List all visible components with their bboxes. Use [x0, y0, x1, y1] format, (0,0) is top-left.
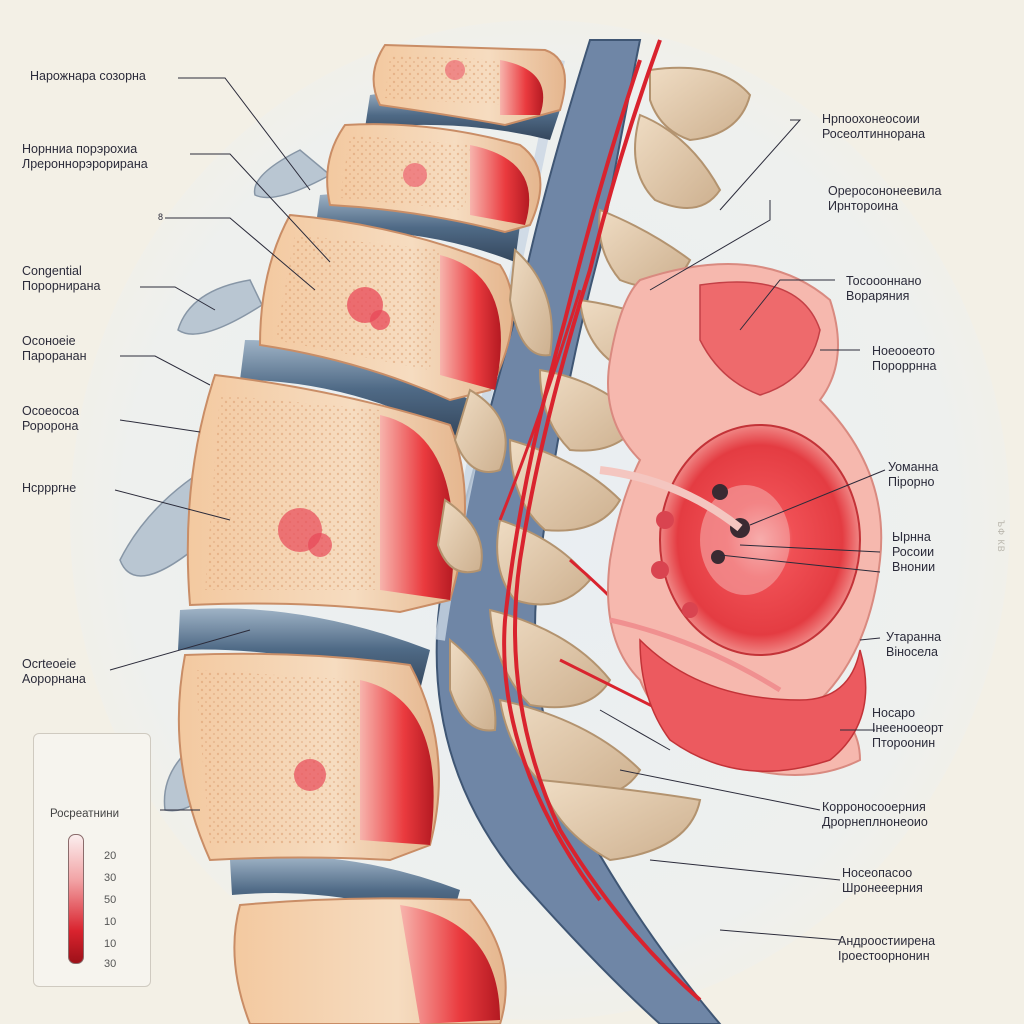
organ-cross-section — [599, 263, 883, 776]
side-watermark-text: ЪФ КВ — [996, 520, 1006, 553]
vertebral-bodies — [177, 43, 566, 1024]
label-right-4: Ноеооеото Пороррнна — [872, 344, 937, 373]
scale-tick: 50 — [104, 894, 117, 906]
label-right-2: Ореросононеевила Ирнтороина — [828, 184, 942, 213]
label-left-3: 8 — [158, 212, 164, 222]
scale-tick: 20 — [104, 850, 117, 862]
scale-tick: 10 — [104, 916, 117, 928]
label-left-7: Нсрррrнe — [22, 481, 77, 495]
label-left-1: Нарожнара созорна — [30, 69, 146, 83]
scale-title: Росреатнини — [50, 808, 120, 820]
label-left-8: Ocrteoeie Аорорнана — [22, 657, 86, 686]
label-left-5: Осоноеіе Пароранан — [22, 334, 87, 363]
scale-tick: 10 — [104, 938, 117, 950]
label-right-11: Андроостиирена Іроестоорнонин — [838, 934, 936, 963]
label-right-9: Корроносооерния Дрорнеплнонеоио — [822, 800, 928, 829]
label-right-5: Уоманна Пірорно — [888, 460, 939, 489]
label-right-8: Носаро Інеенооеорт Птороонин — [872, 706, 944, 750]
label-left-2: Норнниа порэрохиа Лрероннорэрорирана — [22, 142, 148, 171]
label-right-10: Носеопасоо Шронееерния — [842, 866, 923, 895]
label-right-3: Тосоооннано Вораряния — [846, 274, 922, 303]
scale-gradient-bar — [68, 834, 84, 964]
scale-tick: 30 — [104, 872, 117, 884]
label-left-6: Ocoeocoa Роророна — [22, 404, 79, 433]
label-right-1: Нрпоохонеосоии Росеолтиннорана — [822, 112, 926, 141]
color-scale-legend: Росреатнини 20 30 50 10 10 30 — [33, 733, 151, 987]
label-right-7: Утаранна Віносела — [886, 630, 942, 659]
leader-lines — [109, 77, 886, 941]
scale-tick: 30 — [104, 958, 117, 970]
label-left-4: Congential Порорнирана — [22, 264, 101, 293]
label-right-6: Ырнна Росоии Внонии — [892, 530, 936, 574]
